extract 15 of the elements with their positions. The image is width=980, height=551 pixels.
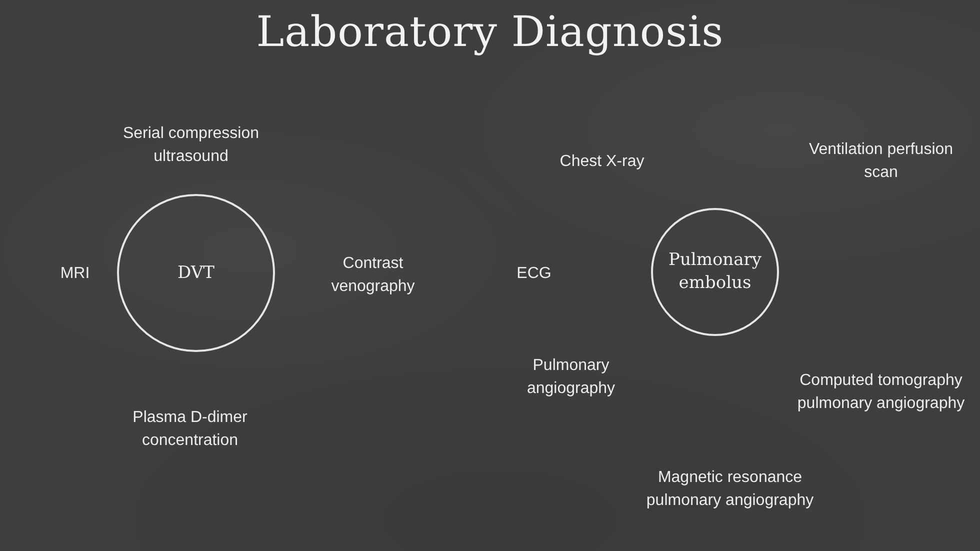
test-label: ECG bbox=[516, 264, 552, 284]
test-label: Magnetic resonance pulmonary angiography bbox=[645, 468, 815, 511]
test-label: Serial compression ultrasound bbox=[122, 124, 260, 167]
test-label: Ventilation perfusion scan bbox=[808, 140, 954, 183]
node-label: Pulmonary embolus bbox=[668, 249, 762, 295]
test-label: Computed tomography pulmonary angiography bbox=[796, 371, 966, 414]
title: Laboratory Diagnosis bbox=[256, 6, 724, 58]
node-label: DVT bbox=[178, 262, 214, 284]
circle-node bbox=[651, 208, 779, 336]
test-label: Contrast venography bbox=[330, 254, 416, 297]
circle-node bbox=[117, 194, 275, 352]
test-label: Pulmonary angiography bbox=[526, 356, 616, 399]
test-label: MRI bbox=[59, 264, 91, 284]
test-label: Plasma D-dimer concentration bbox=[132, 408, 248, 451]
test-label: Chest X-ray bbox=[558, 152, 646, 172]
